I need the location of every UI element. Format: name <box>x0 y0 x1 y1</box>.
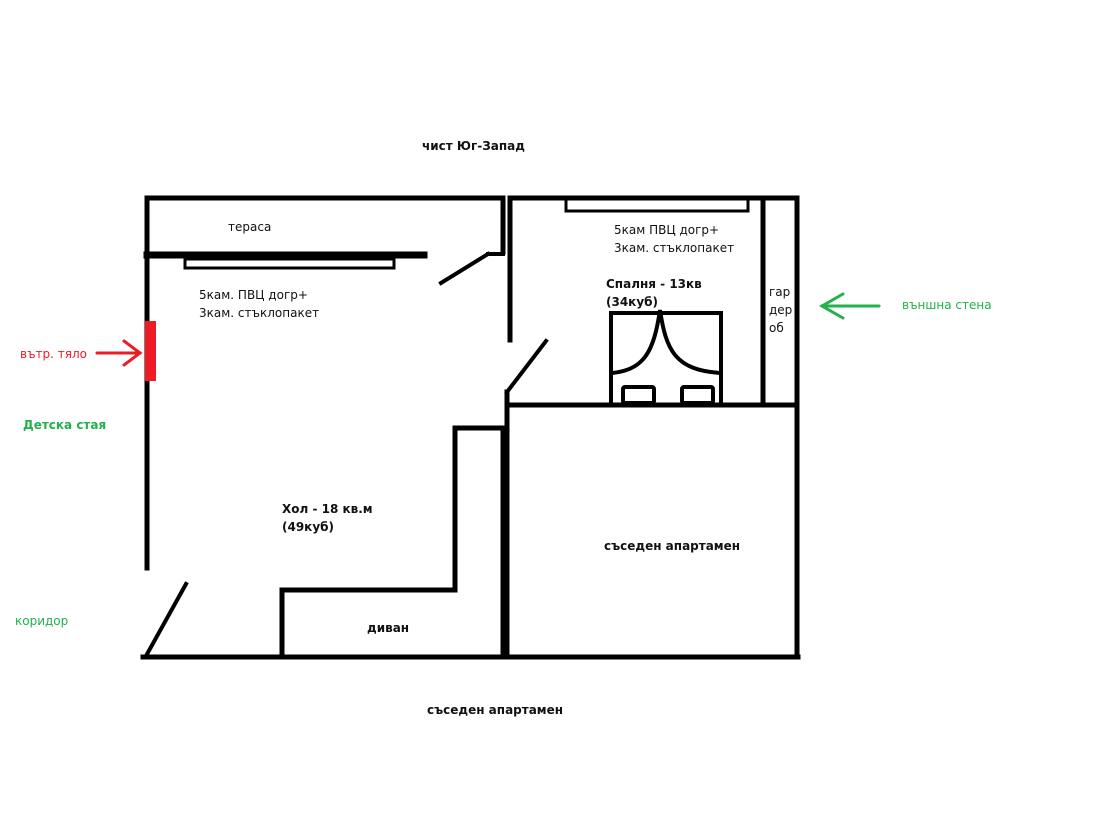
wardrobe-label-3: об <box>769 321 784 335</box>
living-window-spec-2: 3кам. стъклопакет <box>199 306 320 320</box>
living-window-spec-1: 5кам. ПВЦ догр+ <box>199 288 308 302</box>
radiator-label: вътр. тяло <box>20 347 88 361</box>
neighbor-bottom-label: съседен апартамен <box>427 703 564 717</box>
bed-blanket <box>609 309 723 376</box>
pillow-left <box>621 385 656 405</box>
terrace-door <box>438 251 491 286</box>
bedroom-window <box>564 197 750 213</box>
living-window <box>183 257 396 270</box>
bedroom-window-spec-1: 5кам ПВЦ догр+ <box>614 223 720 237</box>
bedroom-door <box>504 338 549 395</box>
wardrobe-label-2: дер <box>769 303 793 317</box>
corridor-door <box>143 581 189 659</box>
exterior-wall-label: външна стена <box>902 298 992 312</box>
sofa-outline <box>279 425 506 660</box>
bedroom-label: Спалня - 13кв <box>606 277 702 291</box>
terrace-outline <box>144 195 506 255</box>
neighbor-right-label: съседен апартамен <box>604 539 741 553</box>
kids-room-label: Детска стая <box>23 418 107 432</box>
sofa-label: диван <box>367 621 410 635</box>
wardrobe-label-1: гар <box>769 285 791 299</box>
bedroom-volume: (34куб) <box>606 295 659 309</box>
bed-frame <box>609 311 723 404</box>
living-room-label: Хол - 18 кв.м <box>282 502 373 516</box>
corridor-label: коридор <box>15 614 69 628</box>
bedroom-window-spec-2: 3кам. стъклопакет <box>614 241 735 255</box>
radiator <box>145 321 156 381</box>
arrow-green-icon <box>818 292 881 320</box>
arrow-red-icon <box>95 339 143 367</box>
orientation-label: чист Юг-Запад <box>422 139 525 153</box>
pillow-right <box>680 385 715 405</box>
living-room-volume: (49куб) <box>282 520 335 534</box>
terrace-label: тераса <box>228 220 272 234</box>
